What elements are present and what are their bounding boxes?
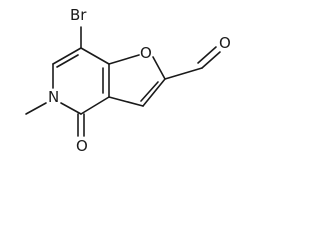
bonds [25, 26, 221, 137]
bond-c7-c6-inner [56, 54, 79, 68]
structure-diagram: Br O O N O [25, 6, 231, 155]
atom-labels: Br O O N O [48, 6, 231, 155]
atom-br: Br [70, 6, 87, 24]
bond-c2-cho [164, 67, 203, 80]
bond-c7a-c7 [80, 47, 110, 65]
bond-cho-o-second [197, 46, 217, 64]
bond-c4-c3a [80, 96, 110, 115]
atom-o-ketone: O [76, 137, 88, 155]
bond-cho-o [201, 51, 221, 69]
bond-o1-c2 [152, 56, 166, 80]
bond-n-c4 [60, 102, 82, 115]
atom-o-furan: O [140, 44, 152, 62]
bond-c7a-o1 [108, 54, 140, 65]
bond-c2-c3 [142, 78, 166, 107]
atom-n: N [48, 88, 59, 106]
bond-n-methyl [25, 102, 47, 115]
molecule-canvas: Br O O N O [25, 6, 231, 155]
bond-c2-c3-inner [140, 81, 159, 102]
bond-c3-c3a [108, 96, 144, 107]
bond-c7-c6 [52, 47, 82, 65]
atom-o-aldehyde: O [219, 34, 231, 52]
